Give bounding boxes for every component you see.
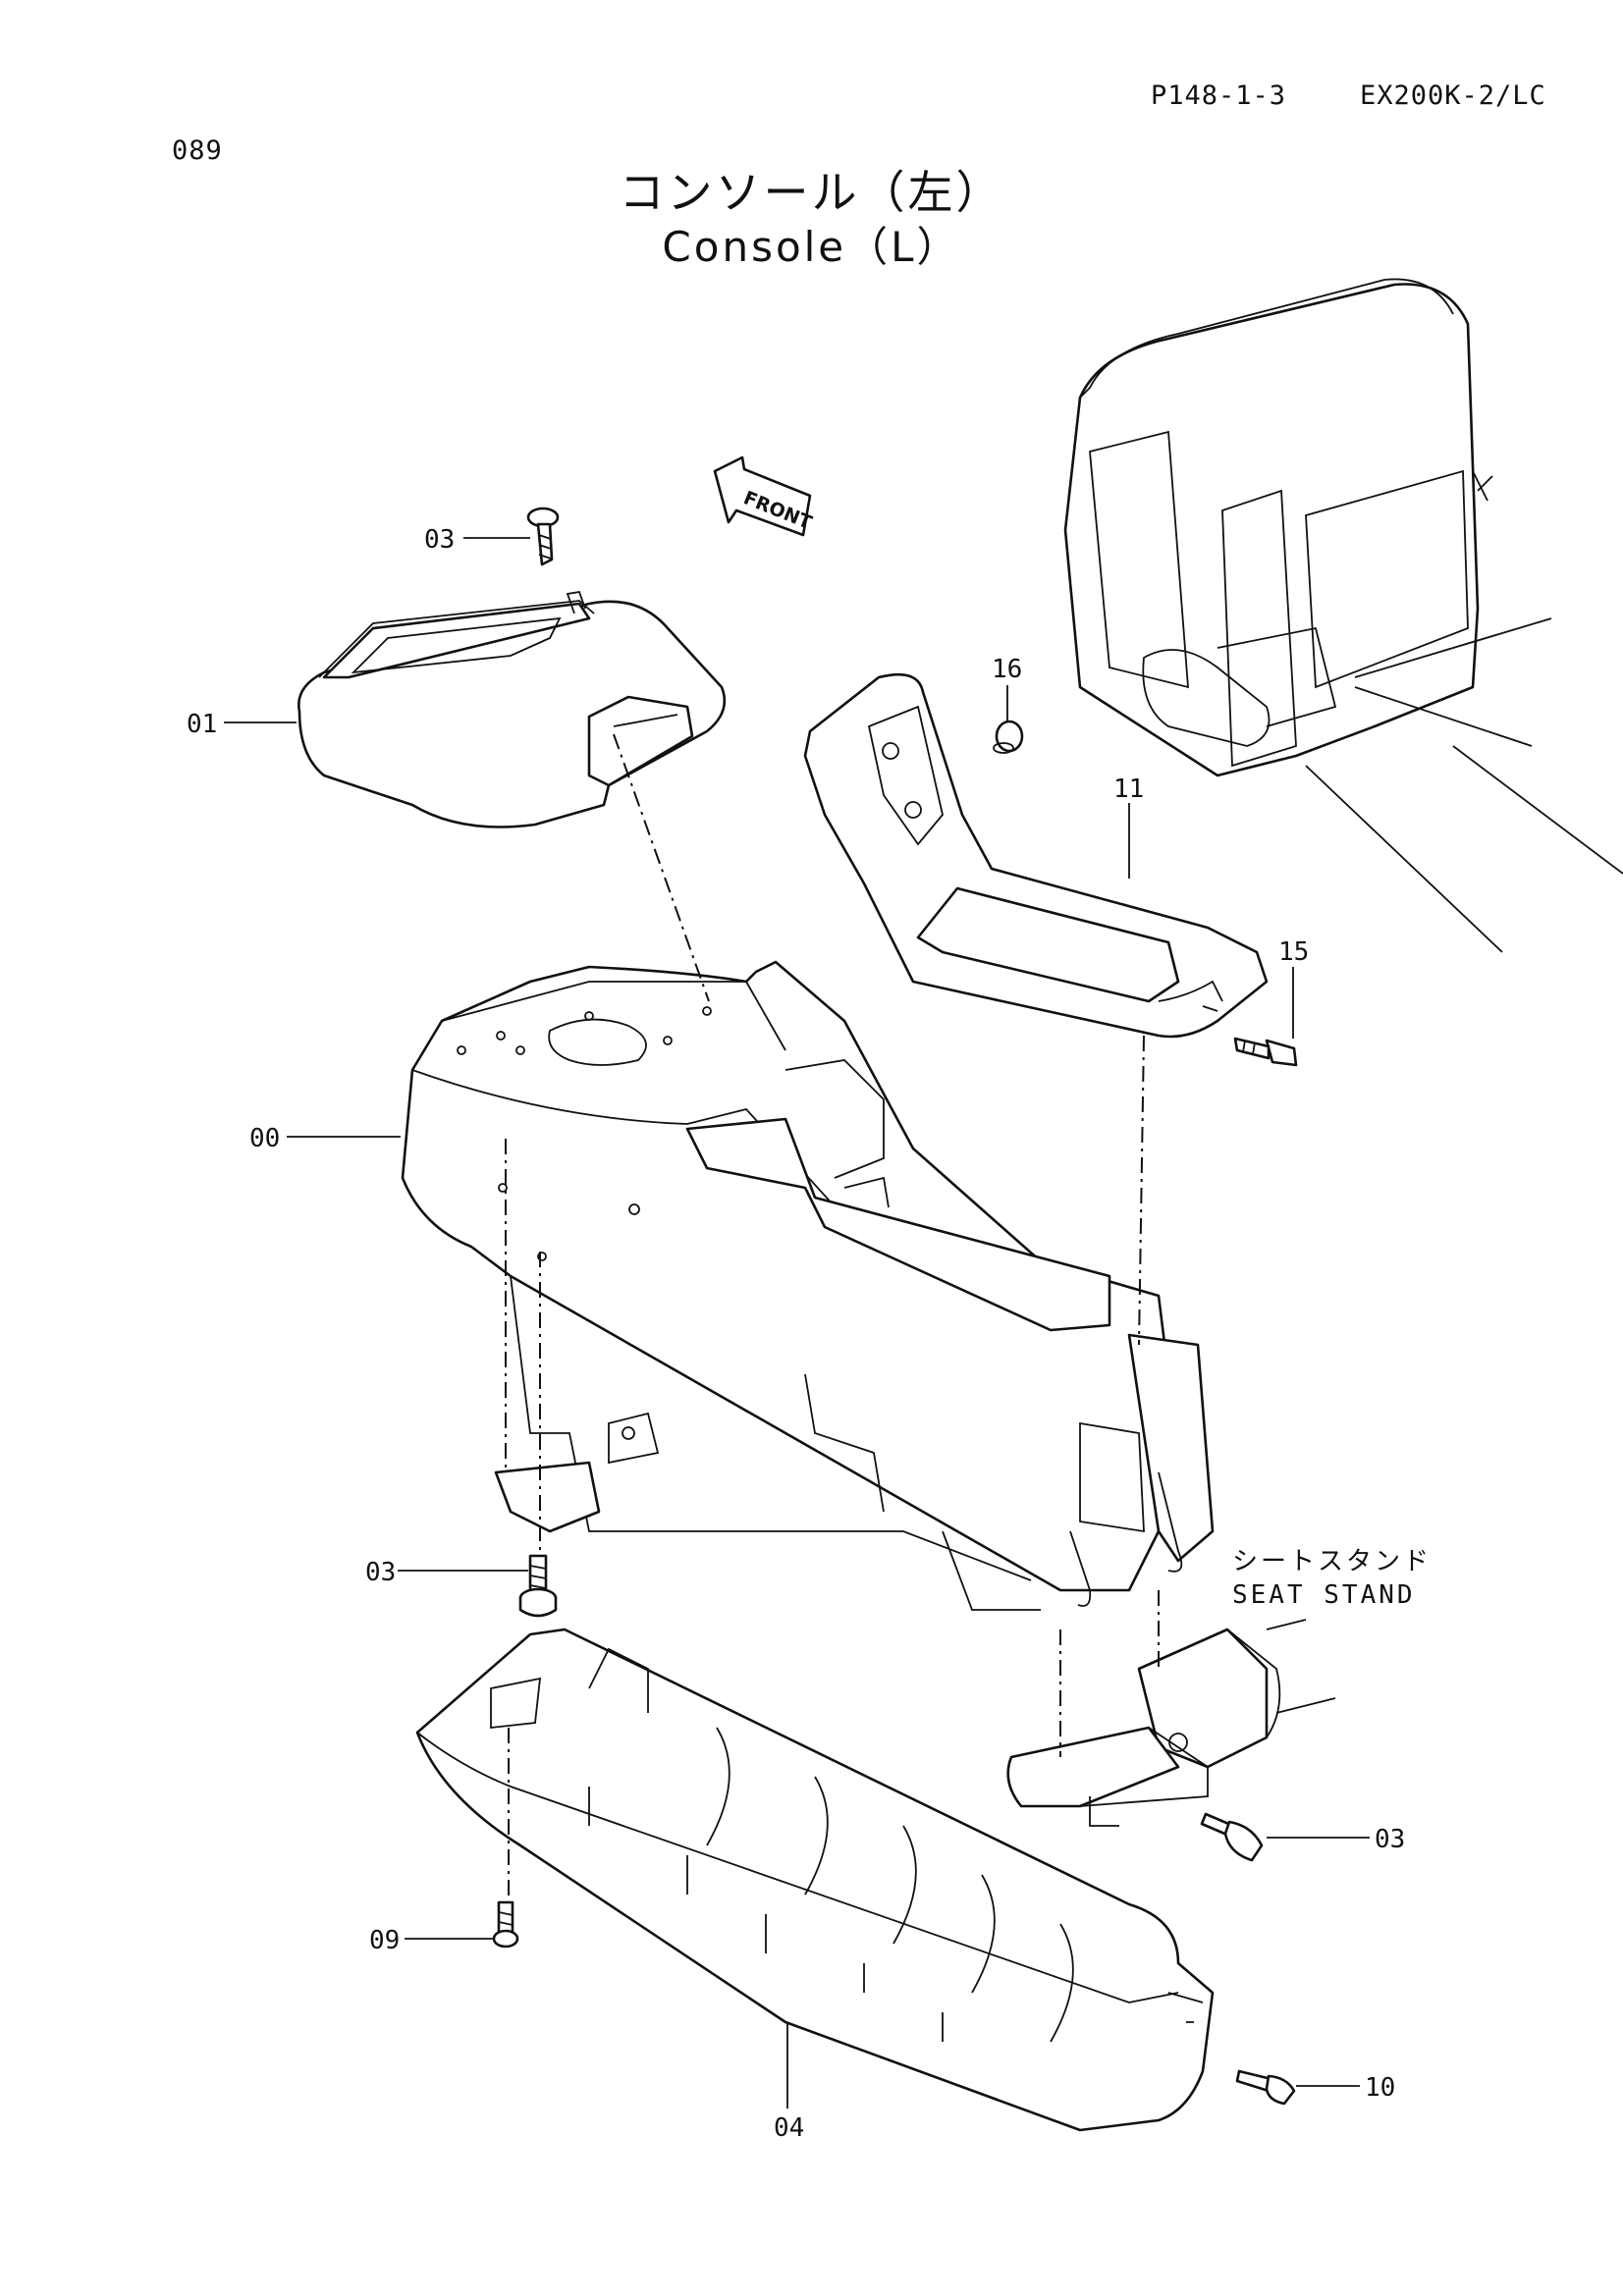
part-09-bolt <box>492 1900 519 1949</box>
part-16-cap <box>993 720 1024 754</box>
callout-labels: 03 01 16 11 15 00 03 03 09 10 04 <box>187 525 1405 2143</box>
page-number: 089 <box>172 135 223 166</box>
part-02-screw <box>526 507 560 566</box>
seat-stand-bracket <box>1006 1619 1336 1827</box>
seat-stand-label-ja: シートスタンド <box>1232 1547 1433 1576</box>
part-03-bolt-upper <box>518 1554 558 1618</box>
model-code: EX200K-2/LC <box>1360 80 1546 111</box>
part-10-bolt <box>1235 2069 1296 2106</box>
front-arrow-icon: FRONT <box>713 455 815 537</box>
cab-illustration <box>1063 278 1623 953</box>
callout-04: 04 <box>774 2113 804 2143</box>
callout-10: 10 <box>1365 2073 1395 2103</box>
page-code: P148-1-3 <box>1151 80 1287 111</box>
title-english: Console（L） <box>662 223 961 271</box>
callout-03-upper: 03 <box>365 1558 396 1587</box>
part-00-console-body <box>401 960 1215 1611</box>
callout-09: 09 <box>369 1926 400 1955</box>
callout-01: 01 <box>187 710 217 739</box>
seat-stand-label-en: SEAT STAND <box>1232 1580 1416 1610</box>
callout-00: 00 <box>249 1124 280 1153</box>
part-03-bolt-lower <box>1200 1812 1264 1862</box>
callout-11: 11 <box>1113 774 1144 804</box>
part-04-lower-tray <box>415 1628 1215 2132</box>
callout-03-lower: 03 <box>1375 1825 1405 1854</box>
callout-02: 03 <box>424 525 455 555</box>
part-15-bolt <box>1233 1037 1298 1067</box>
callout-16: 16 <box>992 655 1022 684</box>
part-11-armrest <box>803 672 1269 1039</box>
assembly-centerlines <box>505 733 1160 1899</box>
leader-lines <box>224 537 1370 2109</box>
title-japanese: コンソール（左） <box>619 166 1004 219</box>
part-01-upper-cover <box>297 590 727 828</box>
callout-15: 15 <box>1278 937 1309 967</box>
